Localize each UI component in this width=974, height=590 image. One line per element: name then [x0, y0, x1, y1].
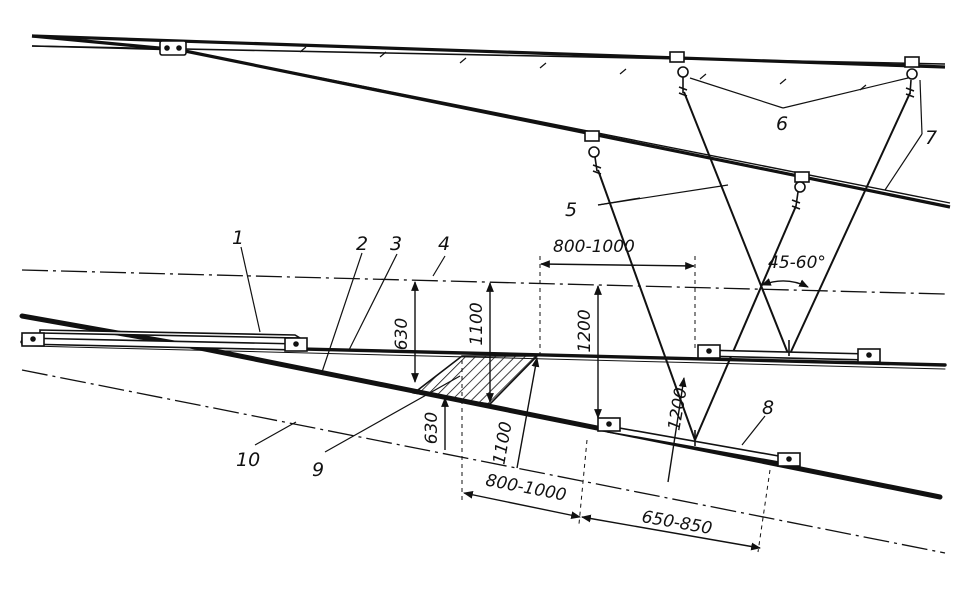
- label-10: 10: [236, 449, 260, 471]
- wire-clamp-crossing: [159, 40, 187, 56]
- dropper-6a: [683, 91, 790, 357]
- leader-1: [240, 246, 261, 333]
- dim-630-upper: 630: [392, 318, 412, 350]
- clamp-main-left: [669, 51, 689, 97]
- angle-arc-45-60: [761, 278, 809, 288]
- dim-line-800-1000-bottom: [463, 490, 581, 520]
- leader-3: [348, 253, 398, 351]
- dim-line-650-850: [581, 514, 761, 551]
- suspension-clamps: [584, 51, 920, 210]
- clamp-div-right: [791, 171, 810, 210]
- label-4: 4: [438, 233, 450, 255]
- cross-rod-1: [21, 329, 308, 352]
- leader-6a: [689, 77, 784, 109]
- dim-45-60: 45-60°: [768, 253, 826, 273]
- dim-800-1000-top: 800-1000: [553, 237, 635, 257]
- leader-4: [432, 255, 446, 277]
- track-axis-line-10: [21, 369, 946, 554]
- dim-1200-lower: 1200: [664, 386, 691, 432]
- leader-9: [324, 375, 461, 453]
- dropper-5a: [597, 169, 696, 441]
- dim-650-850: 650-850: [640, 507, 713, 539]
- clamp-main-right: [904, 56, 920, 98]
- label-9: 9: [312, 459, 324, 481]
- leader-8: [741, 415, 766, 446]
- label-6: 6: [776, 113, 788, 135]
- dimension-lines: [411, 260, 809, 551]
- dim-line-1200-lower: [667, 377, 687, 483]
- leader-6b: [782, 77, 909, 109]
- label-1: 1: [232, 227, 244, 249]
- dropper-6b: [788, 92, 911, 357]
- label-5: 5: [565, 199, 577, 221]
- extension-lines: [461, 256, 771, 553]
- axis-lines: [21, 269, 946, 554]
- wire-twist-marks: [299, 46, 867, 91]
- label-2: 2: [356, 233, 368, 255]
- droppers: [597, 91, 911, 441]
- track-axis-line-4: [21, 269, 946, 295]
- dim-630-lower: 630: [422, 412, 442, 444]
- dim-line-1100-lower: [516, 357, 540, 469]
- label-7: 7: [925, 127, 937, 149]
- dim-1200-upper: 1200: [575, 309, 595, 352]
- dim-1100-upper: 1100: [467, 302, 487, 345]
- cross-rods: [21, 329, 881, 467]
- leader-5b: [597, 184, 729, 206]
- leader-7a: [919, 79, 923, 135]
- cross-rod-upper: [697, 340, 881, 363]
- clamp-div-left: [584, 130, 602, 175]
- leader-10: [254, 421, 297, 446]
- leader-7b: [884, 133, 923, 191]
- catenary-wires: [31, 34, 951, 209]
- leader-lines: [240, 77, 923, 453]
- hatched-zone-9: [412, 355, 539, 405]
- label-3: 3: [390, 233, 402, 255]
- dim-line-800-1000-top: [540, 260, 695, 270]
- label-8: 8: [762, 397, 774, 419]
- cross-rod-8: [597, 417, 801, 467]
- part-labels: 1 2 3 4 5 6 7 8 9 10: [232, 113, 937, 481]
- dropper-5b: [694, 205, 797, 441]
- leader-2: [321, 252, 363, 373]
- dim-1100-lower: 1100: [489, 420, 516, 466]
